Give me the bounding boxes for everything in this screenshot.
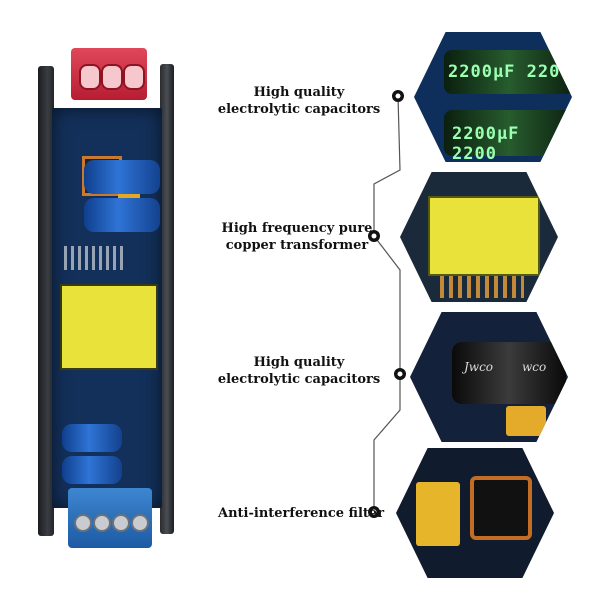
feature-label-line1: High quality bbox=[253, 85, 345, 100]
transformer-closeup-photo bbox=[400, 172, 558, 302]
capacitor-closeup-photo: Jwco wco bbox=[410, 312, 568, 442]
capacitor-marking: Jwco bbox=[464, 360, 494, 374]
feature-label-line1: High frequency pure bbox=[221, 221, 373, 236]
input-terminal-block bbox=[71, 48, 147, 100]
feature-label-line1: Anti-interference filter bbox=[218, 506, 385, 521]
power-supply-product bbox=[38, 48, 178, 558]
aluminum-rail-right bbox=[160, 64, 174, 534]
electrolytic-capacitor bbox=[84, 198, 160, 232]
pcb-components bbox=[64, 246, 124, 270]
feature-label-line2: electrolytic capacitors bbox=[217, 102, 381, 117]
capacitor-marking: 2200μF 220 bbox=[448, 62, 561, 82]
electrolytic-capacitor bbox=[84, 160, 160, 194]
feature-label: High quality electrolytic capacitors bbox=[214, 84, 384, 118]
filter-closeup-photo bbox=[396, 448, 554, 578]
feature-label: High quality electrolytic capacitors bbox=[214, 354, 384, 388]
output-capacitor bbox=[62, 424, 122, 452]
feature-label-line1: High quality bbox=[253, 355, 345, 370]
capacitor-marking: 2200μF 2200 bbox=[452, 124, 520, 162]
capacitor-closeup-photo: 2200μF 220 2200μF 2200 bbox=[414, 32, 572, 162]
feature-label: High frequency pure copper transformer bbox=[212, 220, 382, 254]
capacitor-marking: wco bbox=[522, 360, 547, 374]
feature-label-line2: copper transformer bbox=[225, 238, 369, 253]
output-capacitor bbox=[62, 456, 122, 484]
feature-label-line2: electrolytic capacitors bbox=[217, 372, 381, 387]
feature-label: Anti-interference filter bbox=[218, 505, 385, 522]
aluminum-rail-left bbox=[38, 66, 54, 536]
output-terminal-block bbox=[68, 488, 152, 548]
transformer bbox=[60, 284, 158, 370]
